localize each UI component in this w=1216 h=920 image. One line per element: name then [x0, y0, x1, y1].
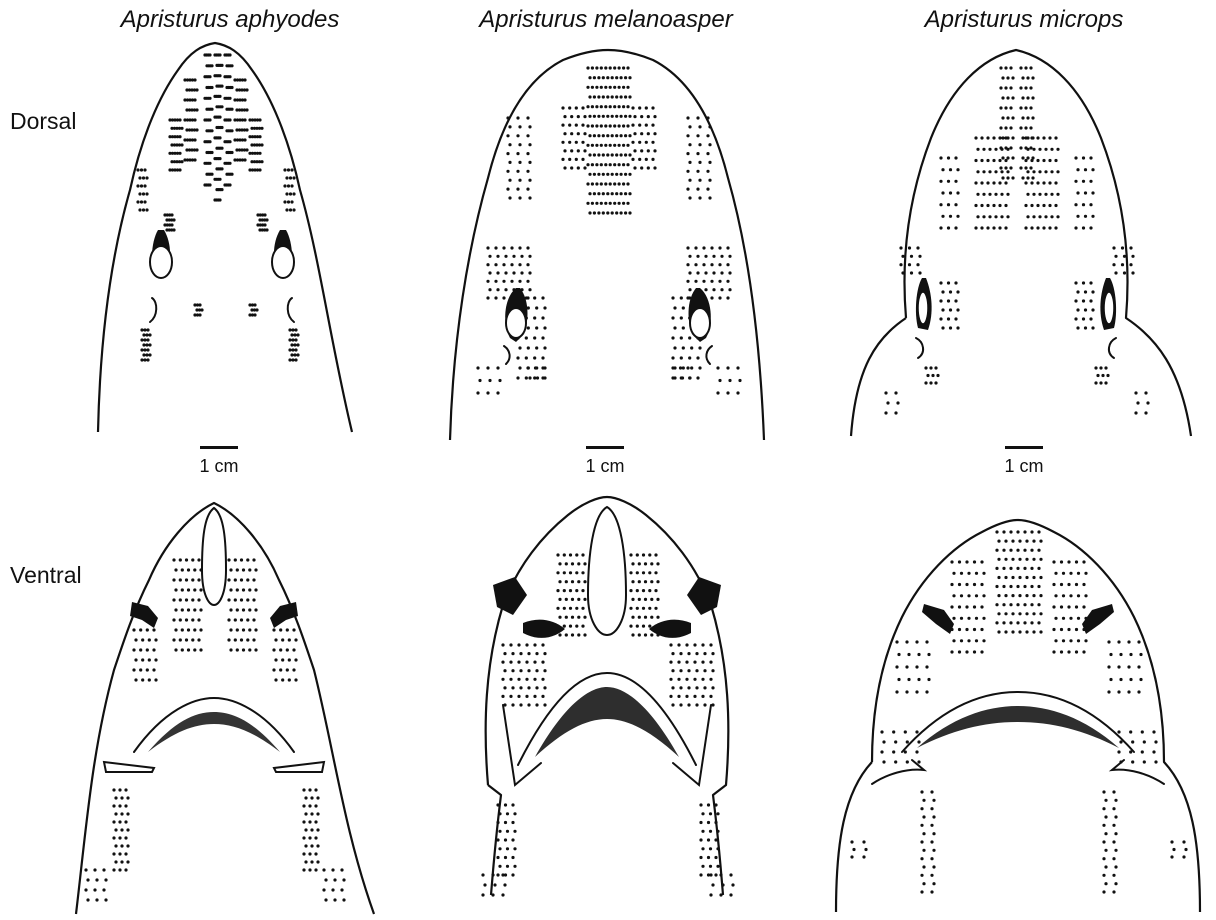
stipple-pattern	[476, 66, 741, 394]
scale-bar-line	[200, 446, 238, 449]
mouth	[872, 692, 1164, 784]
stipple-pattern	[84, 558, 345, 901]
nasal-flap-right	[649, 620, 691, 638]
eye-left	[505, 288, 527, 342]
mouth	[104, 698, 324, 772]
scale-bar-label: 1 cm	[199, 456, 238, 476]
head-ventral-aphyodes	[64, 500, 386, 918]
scale-bar-microps: 1 cm	[979, 446, 1069, 477]
scale-bar-line	[1005, 446, 1043, 449]
head-ventral-melanoasper	[443, 495, 771, 900]
nostril-left	[130, 602, 158, 628]
scale-bar-label: 1 cm	[1004, 456, 1043, 476]
row-label-dorsal: Dorsal	[10, 108, 76, 135]
nostril-right	[1082, 604, 1114, 634]
scale-bar-label: 1 cm	[585, 456, 624, 476]
head-dorsal-microps	[846, 48, 1201, 438]
nostril-left	[922, 604, 954, 634]
eye-right	[272, 230, 294, 278]
head-dorsal-melanoasper	[448, 48, 768, 446]
eye-left	[150, 230, 172, 278]
eye-right	[1100, 278, 1116, 330]
eye-left	[916, 278, 932, 330]
nostril-right	[270, 602, 298, 628]
scale-bar-aphyodes: 1 cm	[174, 446, 264, 477]
stipple-pattern	[884, 66, 1149, 414]
scale-bar-line	[586, 446, 624, 449]
nostril-left	[493, 577, 527, 615]
species-title-melanoasper: Apristurus melanoasper	[479, 6, 732, 34]
species-title-aphyodes: Apristurus aphyodes	[121, 6, 340, 34]
nostril-right	[687, 577, 721, 615]
head-dorsal-aphyodes	[90, 40, 360, 445]
eye-right	[689, 288, 711, 342]
mouth	[503, 673, 711, 785]
scale-bar-melanoasper: 1 cm	[560, 446, 650, 477]
species-title-microps: Apristurus microps	[925, 6, 1124, 34]
head-ventral-microps	[832, 512, 1204, 917]
